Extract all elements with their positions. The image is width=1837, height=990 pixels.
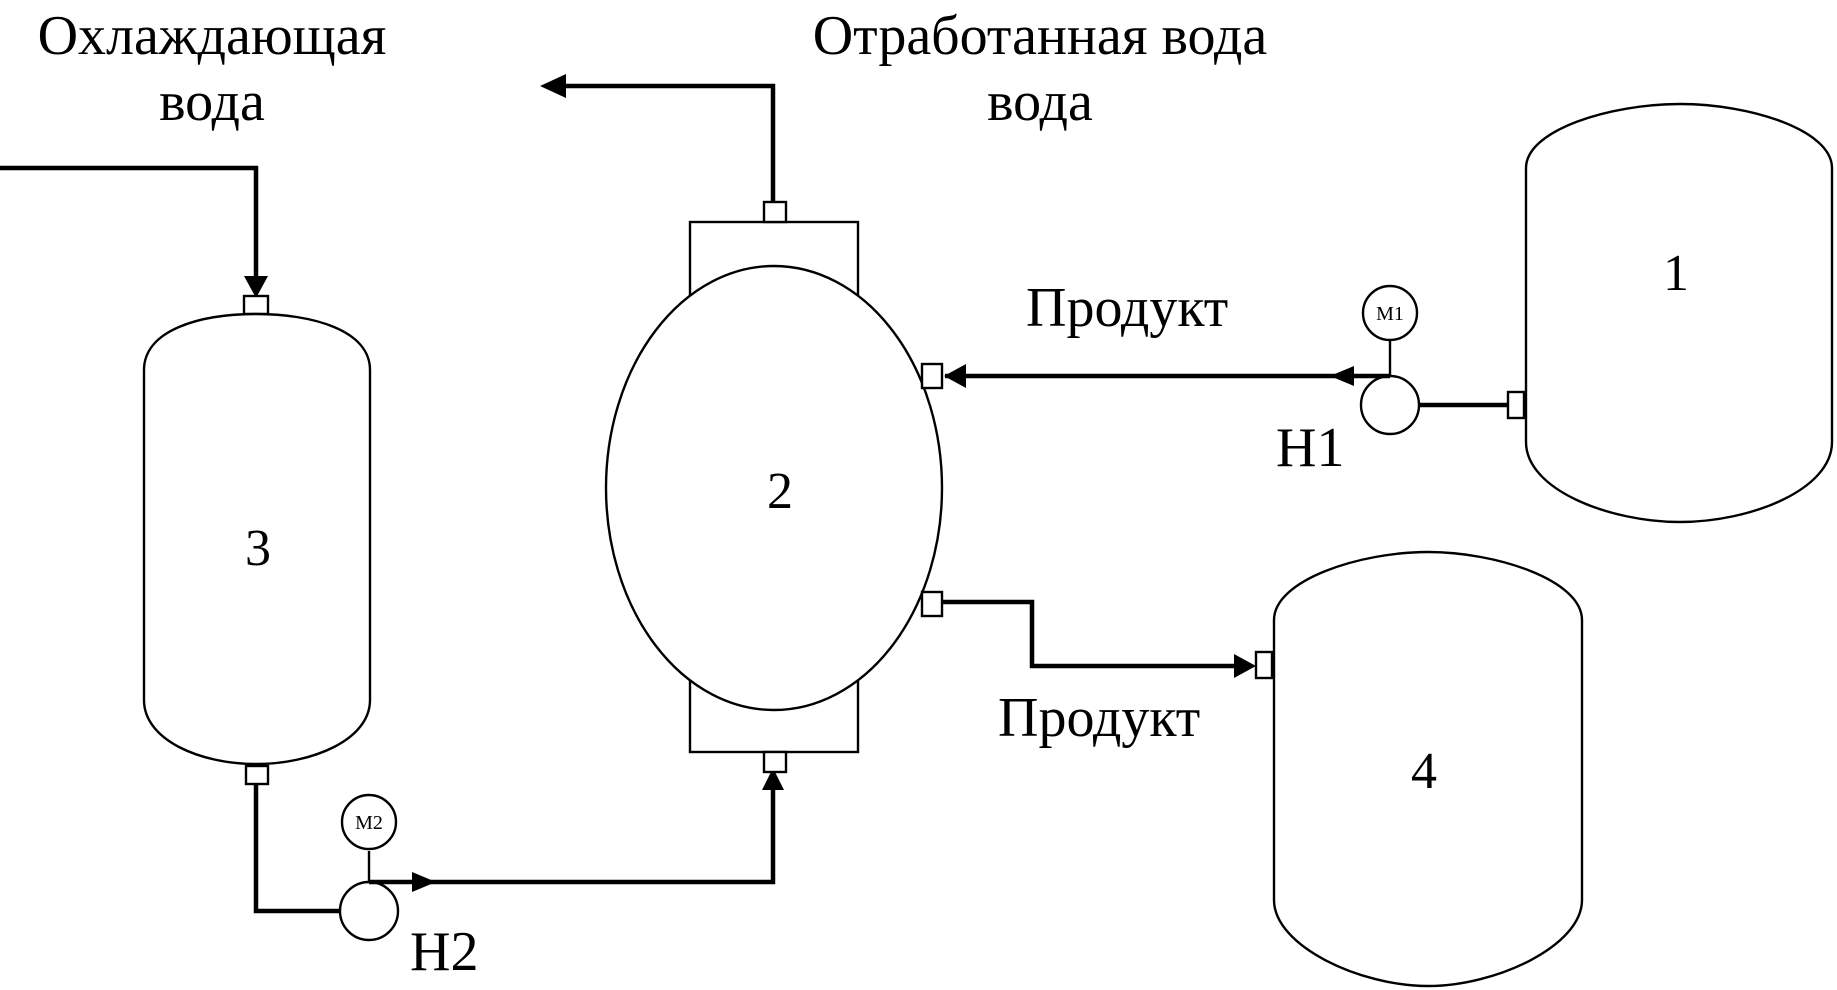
tank-3-outlet-pipe (253, 784, 340, 914)
heat-exchanger-bottom-nozzle (762, 750, 788, 774)
heat-exchanger-2 (604, 264, 944, 712)
motor-m1 (1361, 284, 1419, 342)
product-outlet-label: Продукт (998, 687, 1200, 749)
waste-water-outlet-arrow (540, 74, 566, 98)
tank-3-number: 3 (245, 520, 271, 577)
waste-water-label-line1: Отработанная вода (813, 5, 1268, 67)
pump-h2-discharge-arrow (412, 872, 436, 892)
pump-h2-label: Н2 (410, 921, 478, 983)
product-supply-arrow-mid (1330, 366, 1354, 386)
tank-4 (1272, 550, 1584, 988)
tank-1-number: 1 (1663, 245, 1689, 302)
heat-exchanger-product-inlet-nozzle (920, 362, 944, 390)
waste-water-label-line2: вода (987, 71, 1093, 133)
heat-exchanger-product-outlet-nozzle (920, 590, 944, 618)
cooling-water-label-line1: Охлаждающая (38, 5, 387, 67)
tank-1-product-nozzle (1506, 390, 1526, 420)
motor-m2 (340, 793, 398, 851)
cooling-water-inlet-pipe (0, 165, 259, 288)
motor-m2-label: М2 (355, 812, 383, 834)
heat-exchanger-product-inlet-arrow (944, 364, 966, 388)
tank-4-number: 4 (1411, 743, 1437, 800)
product-discharge-pipe (942, 599, 1238, 669)
pump-h1 (1359, 374, 1421, 436)
product-inlet-label: Продукт (1026, 277, 1228, 339)
pump-h1-label: Н1 (1276, 417, 1344, 479)
tank-3-top-nozzle (242, 294, 270, 316)
tank-3 (142, 312, 372, 766)
tank-1 (1524, 102, 1834, 524)
motor-m1-label: М1 (1376, 303, 1404, 325)
tank-4-product-nozzle (1254, 650, 1274, 680)
cooling-water-label-line2: вода (159, 71, 265, 133)
waste-water-outlet-pipe (560, 83, 776, 202)
tank-3-bottom-nozzle (244, 764, 270, 786)
cooling-water-supply-pipe (369, 782, 776, 885)
heat-exchanger-water-inlet-arrow (762, 768, 784, 790)
pump-h2 (338, 880, 400, 942)
heat-exchanger-top-nozzle (762, 200, 788, 224)
heat-exchanger-2-number: 2 (767, 463, 793, 520)
tank-4-product-inlet-arrow (1234, 654, 1256, 678)
cooling-water-inlet-arrow (244, 276, 268, 298)
